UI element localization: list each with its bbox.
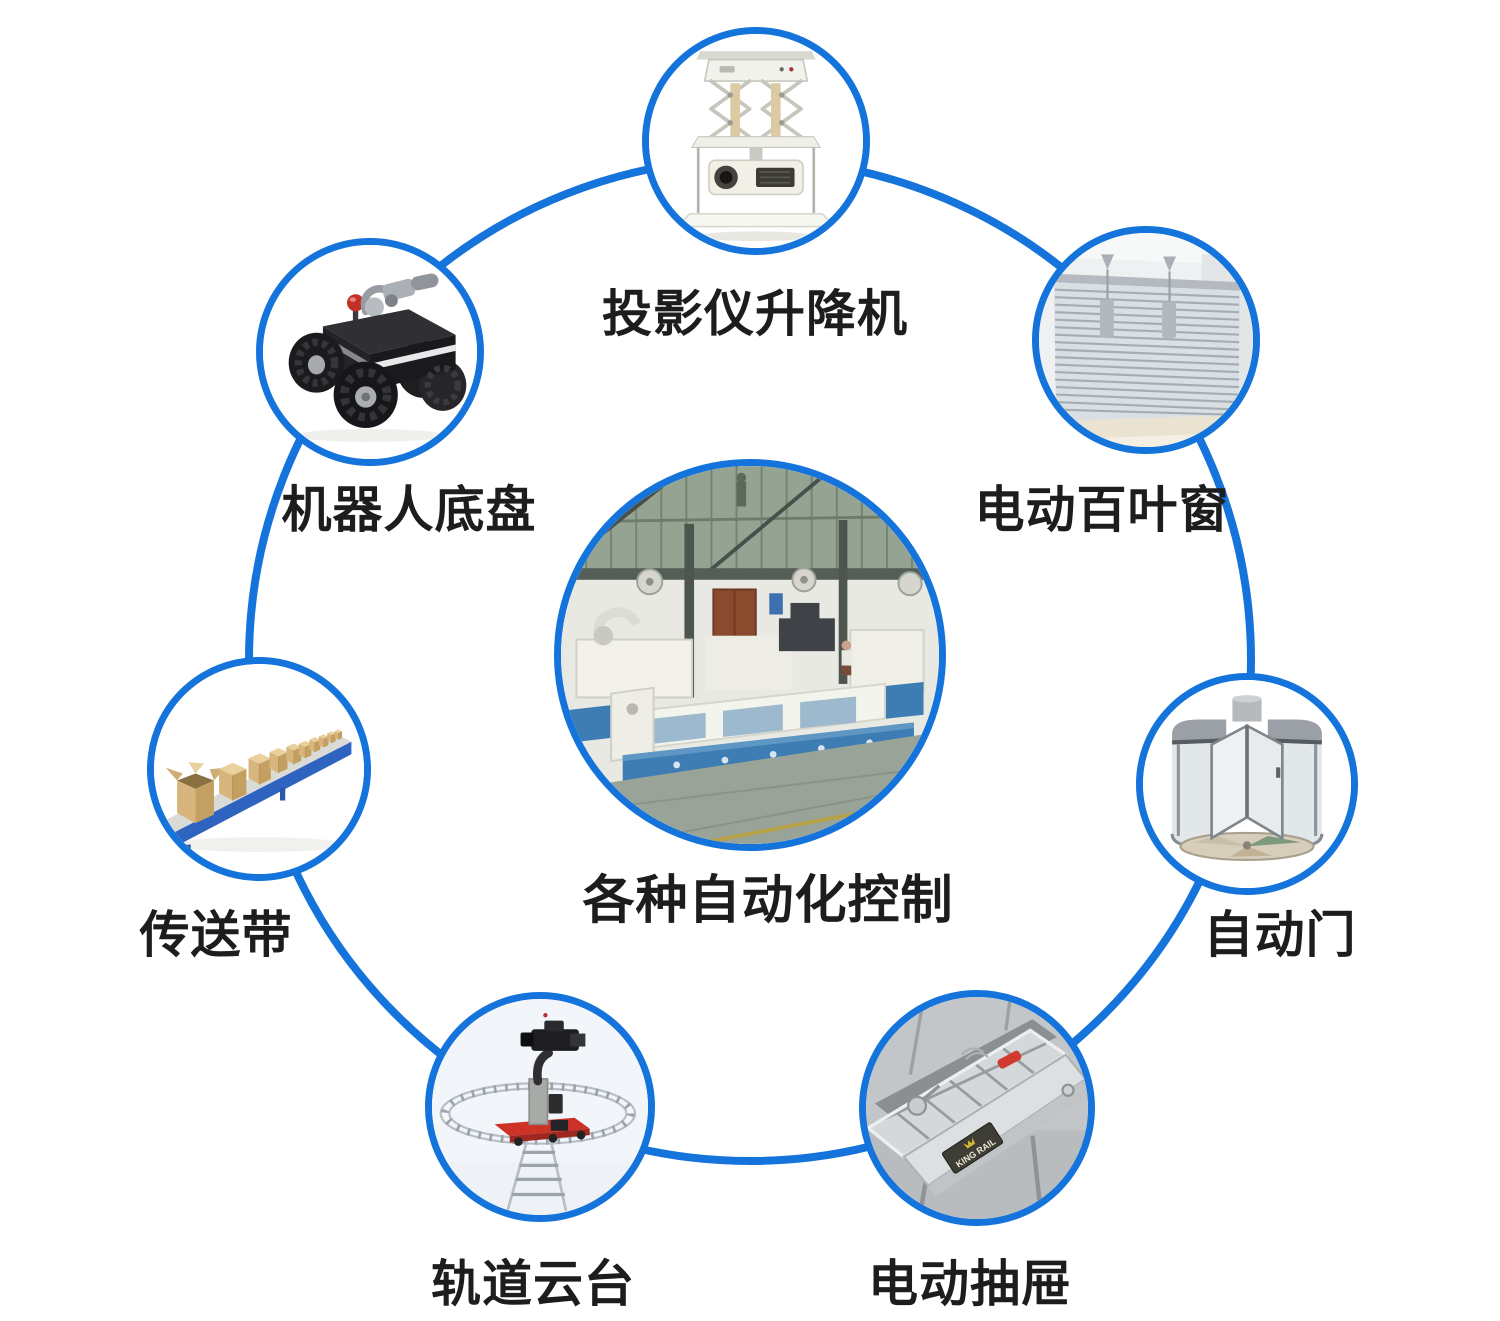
node-projector-lift bbox=[642, 27, 870, 255]
track-gimbal-image bbox=[432, 999, 648, 1215]
electric-drawer-label: 电动抽屉 bbox=[868, 1256, 1072, 1312]
node-factory-automation bbox=[554, 459, 946, 851]
center-label: 各种自动化控制 bbox=[582, 872, 954, 930]
factory-automation-image bbox=[561, 466, 939, 844]
electric-blinds-label: 电动百叶窗 bbox=[974, 482, 1230, 538]
electric-drawer-image: KING RAIL bbox=[866, 997, 1088, 1219]
node-robot-chassis bbox=[256, 238, 484, 466]
electric-blinds-image bbox=[1039, 233, 1253, 447]
robot-chassis-image bbox=[263, 245, 477, 459]
node-conveyor-belt bbox=[147, 657, 371, 881]
node-automatic-door bbox=[1136, 673, 1358, 895]
node-electric-drawer: KING RAIL bbox=[859, 990, 1095, 1226]
projector-lift-image bbox=[649, 34, 863, 248]
projector-lift-label: 投影仪升降机 bbox=[602, 286, 908, 342]
robot-chassis-label: 机器人底盘 bbox=[281, 482, 537, 538]
automatic-door-image bbox=[1143, 680, 1351, 888]
conveyor-belt-label: 传送带 bbox=[139, 907, 293, 963]
track-gimbal-label: 轨道云台 bbox=[431, 1256, 635, 1312]
node-electric-blinds bbox=[1032, 226, 1260, 454]
automatic-door-label: 自动门 bbox=[1203, 907, 1357, 963]
conveyor-belt-image bbox=[154, 664, 364, 874]
node-track-gimbal bbox=[425, 992, 655, 1222]
